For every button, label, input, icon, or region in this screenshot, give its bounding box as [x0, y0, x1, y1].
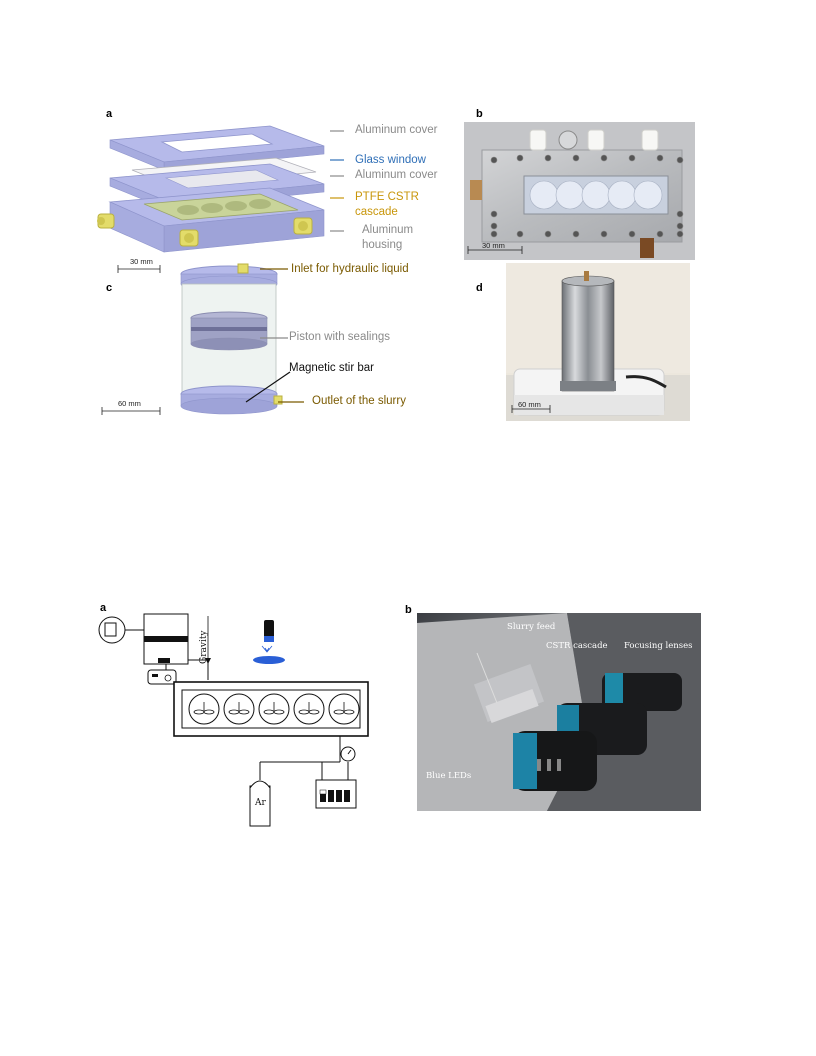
label-aluminum-cover-top: Aluminum cover — [355, 124, 438, 136]
reactor-top-photo — [464, 122, 695, 260]
scale-label-b: 30 mm — [482, 241, 505, 250]
label-slurry-feed: Slurry feed — [507, 622, 556, 632]
cylinder-photo — [506, 263, 690, 421]
scale-label-a: 30 mm — [130, 257, 153, 266]
flow-setup-schematic — [98, 613, 369, 827]
label-inlet: Inlet for hydraulic liquid — [291, 263, 409, 275]
argon-label: Ar — [255, 798, 266, 808]
pressure-controller-icon — [315, 746, 357, 809]
led-lamp-icon — [253, 620, 285, 664]
label-piston: Piston with sealings — [289, 331, 390, 343]
fig1-panel-a-letter: a — [106, 108, 113, 120]
scale-label-d: 60 mm — [518, 400, 541, 409]
led-setup-photo — [417, 613, 701, 811]
fitting-front-2 — [293, 217, 313, 235]
fig2-panel-a-letter: a — [100, 602, 107, 614]
cylinder-leader-lines — [245, 268, 304, 403]
fitting-left — [97, 213, 115, 229]
fig2-panel-b-letter: b — [405, 604, 412, 616]
fig1-panel-c-letter: c — [106, 282, 113, 294]
fitting-front-1 — [179, 229, 199, 247]
label-cstr-cascade: CSTR cascade — [546, 641, 608, 651]
syringe-reservoir-icon — [143, 613, 189, 665]
aluminum-housing-part — [97, 187, 325, 253]
scale-bar-c — [101, 407, 161, 415]
pump-icon — [98, 616, 144, 644]
label-aluminum-cover-mid: Aluminum cover — [355, 169, 438, 181]
scale-label-c: 60 mm — [118, 399, 141, 408]
label-outlet: Outlet of the slurry — [312, 395, 406, 407]
label-blue-leds: Blue LEDs — [426, 771, 472, 781]
label-stir-bar: Magnetic stir bar — [289, 362, 375, 374]
label-glass-window: Glass window — [355, 154, 426, 166]
label-housing-line1: Aluminum — [362, 224, 414, 236]
argon-cylinder-icon — [249, 776, 271, 827]
gravity-label: Gravity — [199, 630, 209, 664]
scale-bar-a — [117, 265, 161, 273]
label-focusing-lenses: Focusing lenses — [624, 641, 693, 651]
label-ptfe-line1: PTFE CSTR — [355, 191, 419, 203]
fig1-panel-b-letter: b — [476, 108, 483, 120]
label-housing-line2: housing — [362, 239, 403, 251]
fig1-panel-d-letter: d — [476, 282, 483, 294]
stirrer-plate-icon — [147, 669, 177, 685]
cstr-cascade-icon — [173, 681, 369, 737]
reactor-exploded-view — [97, 125, 344, 253]
label-ptfe-line2: cascade — [355, 206, 398, 218]
